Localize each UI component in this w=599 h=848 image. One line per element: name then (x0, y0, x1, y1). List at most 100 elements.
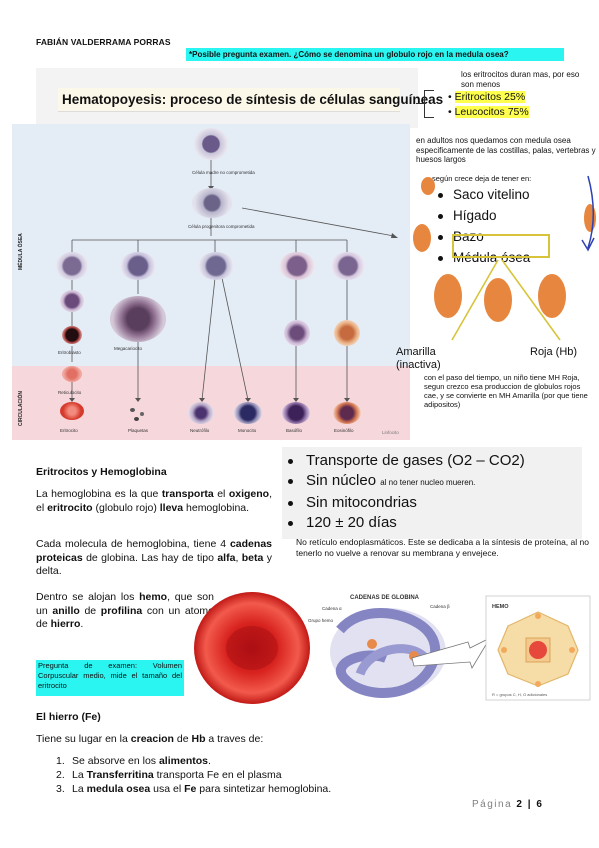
myeloid-cell-4 (279, 252, 315, 280)
text: Dentro se alojan los (36, 591, 140, 603)
myeloid-cell-1 (56, 252, 88, 280)
site-bazo-text: Bazo (453, 229, 484, 244)
text: hemoglobina. (183, 501, 250, 514)
hematopoiesis-diagram: MÉDULA ÓSEA CIRCULACIÓN Célula madre no … (12, 124, 410, 440)
list-number: 3. (56, 783, 65, 795)
text: , (235, 551, 242, 564)
bold-text: hierro (50, 618, 81, 630)
bold-text: medula osea (86, 783, 151, 795)
label-plaquetas: Plaquetas (128, 428, 149, 433)
label-linfocito: Linfocito (382, 430, 399, 435)
site-saco-vitelino-text: Saco vitelino (453, 187, 530, 202)
text: de (79, 604, 101, 617)
bullet-leucocitos-text: Leucocitos 75% (454, 106, 529, 118)
bold-text: Transferritina (86, 769, 154, 781)
monocito-cell (234, 402, 262, 424)
zoom-arrow-icon (411, 637, 492, 669)
porphyrin-ring-icon (497, 611, 579, 687)
bullet-leucocitos: • Leucocitos 75% (448, 106, 529, 118)
reticulo-note: No retículo endoplasmáticos. Este se ded… (296, 537, 589, 558)
label-reticulocito: Reticulocito (58, 390, 82, 395)
marrow-change-note: con el paso del tiempo, un niño tiene MH… (424, 373, 588, 409)
eritrocitos-duration-note: los eritrocitos duran mas, por eso son m… (461, 70, 580, 89)
bold-text: cadenas proteicas (36, 538, 272, 564)
bold-text: Fe (184, 783, 197, 795)
feature-transporte-text: Transporte de gases (O2 – CO2) (306, 452, 525, 469)
feature-transporte: Transporte de gases (O2 – CO2) (288, 451, 525, 471)
bold-text: alimentos (158, 755, 208, 767)
label-monocito: Monocito (238, 428, 257, 433)
feature-sin-nucleo-text: Sin núcleo (306, 472, 377, 489)
fig-label-hemo: HEMO (492, 604, 509, 610)
feature-sin-mitocondrias: Sin mitocondrias (288, 493, 525, 513)
bullet-dot-icon (438, 234, 443, 240)
text: usa el (150, 783, 185, 795)
marrow-lines (451, 259, 561, 341)
diagram-arrows (69, 160, 398, 402)
precursor-eosinofilo (334, 320, 360, 346)
text: . (207, 755, 211, 767)
inactiva-text: (inactiva) (396, 359, 441, 371)
fig-label-cadena-a: Cadena α (322, 606, 342, 611)
globin-chains-icon (330, 608, 446, 698)
fig-title-cadenas: CADENAS DE GLOBINA (350, 595, 420, 601)
site-higado-text: Hígado (453, 208, 497, 223)
site-saco-vitelino: Saco vitelino (438, 184, 530, 205)
eritrocito-cell (60, 402, 84, 420)
bold-text: eritrocito (47, 501, 93, 514)
reticulocito-cell (62, 366, 82, 382)
bullet-dot-icon (438, 192, 443, 198)
down-arrow-icon (581, 175, 595, 252)
panel-drawings (413, 175, 596, 341)
bullet-eritrocitos-text: Eritrocitos 25% (454, 91, 526, 103)
text: . (80, 618, 84, 630)
eosinofilo-cell (333, 402, 361, 424)
brace-tail (416, 103, 425, 104)
label-eosinofilo: Eosinófilo (334, 428, 354, 433)
text: , que son un (36, 591, 214, 617)
bold-text: anillo (52, 604, 80, 617)
section-title-eritrocitos: Eritrocitos y Hemoglobina (36, 466, 167, 478)
stem-cell (194, 128, 228, 160)
footer-separator: | (527, 799, 533, 810)
features-list: Transporte de gases (O2 – CO2) Sin núcle… (288, 451, 525, 533)
hematopoyesis-banner: Hematopoyesis: proceso de síntesis de cé… (36, 68, 443, 128)
text: , el (36, 488, 272, 514)
precursor-basofilo (284, 320, 310, 346)
text: a traves de: (205, 733, 264, 745)
feature-sin-nucleo: Sin núcleo al no tener nucleo mueren. (288, 471, 525, 493)
feature-sin-mitocondrias-text: Sin mitocondrias (306, 494, 417, 511)
bold-text: profilina (100, 604, 143, 617)
label-neutrofilo: Neutrófilo (190, 428, 210, 433)
eritroblasto-cell (62, 326, 82, 344)
platelet-1 (130, 408, 135, 412)
label-megacariocito: Megacariocito (114, 346, 143, 351)
text: La (72, 769, 87, 781)
medula-osea-highlight-box (452, 234, 550, 258)
hematopoiesis-sites-list: Saco vitelino Hígado Bazo Médula ósea (438, 184, 530, 268)
platelet-2 (140, 412, 144, 416)
fig-label-grupo-hemo: Grupo hemo (308, 618, 334, 623)
bold-text: alfa (217, 551, 236, 564)
text: La (72, 783, 87, 795)
bold-text: Hb (191, 733, 206, 745)
text: La hemoglobina es la que (36, 488, 162, 500)
label-medula-osea: MÉDULA ÓSEA (18, 233, 24, 270)
text: Tiene su lugar en la (36, 733, 131, 745)
list-item: 1.Se absorve en los alimentos. (56, 754, 331, 768)
amarilla-text: Amarilla (396, 346, 436, 358)
section-title-hierro: El hierro (Fe) (36, 711, 101, 723)
exam-question-highlight: *Posible pregunta examen. ¿Cómo se denom… (186, 48, 564, 61)
hematopoyesis-title-box: Hematopoyesis: proceso de síntesis de cé… (58, 88, 443, 112)
list-number: 2. (56, 769, 65, 781)
label-stem: Célula madre no comprometida (192, 170, 255, 175)
author-name: FABIÁN VALDERRAMA PORRAS (36, 37, 171, 47)
hematopoyesis-title: Hematopoyesis: proceso de síntesis de cé… (62, 92, 444, 107)
paragraph-cadenas: Cada molecula de hemoglobina, tiene 4 ca… (36, 538, 272, 579)
bold-text: hemo (139, 591, 168, 603)
paragraph-hemo: Dentro se alojan los hemo, que son un an… (36, 591, 214, 632)
myeloid-cell-3 (198, 252, 234, 280)
progenitor-cell (192, 188, 232, 218)
footer-page-total: 6 (536, 799, 544, 810)
bold-text: beta (241, 551, 264, 564)
